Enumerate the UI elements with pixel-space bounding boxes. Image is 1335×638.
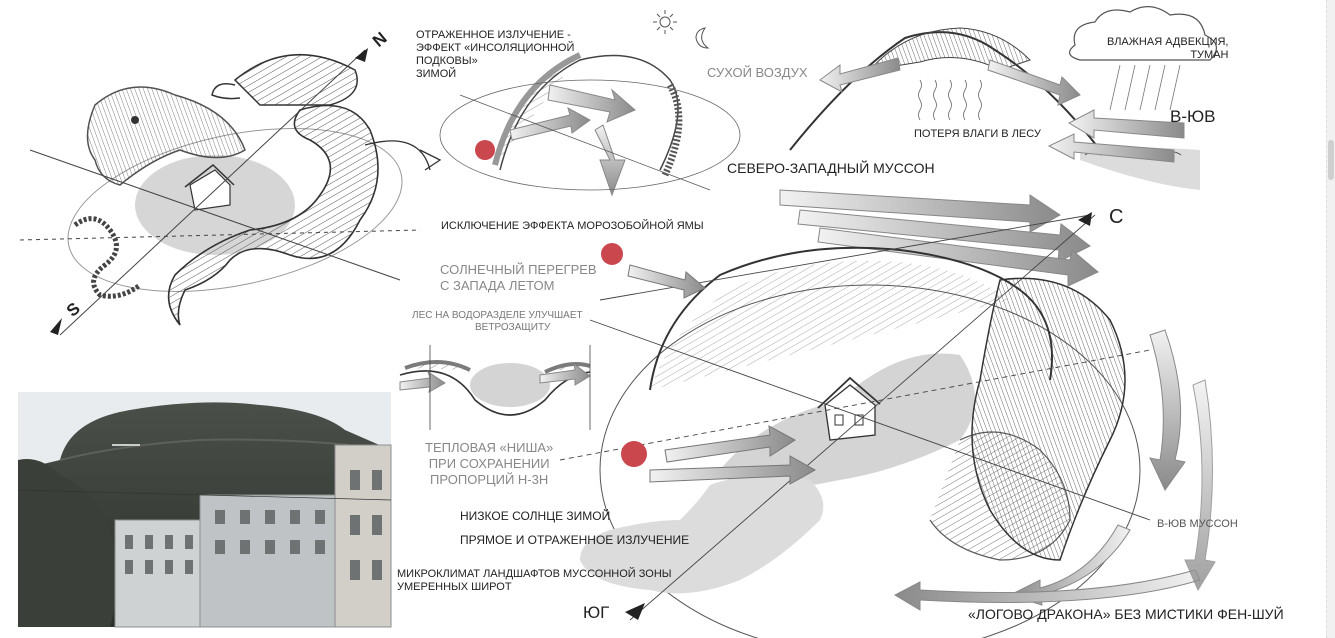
tiger-sketch xyxy=(86,86,246,186)
nw-monsoon-label: СЕВЕРО-ЗАПАДНЫЙ МУССОН xyxy=(727,160,935,176)
snake-sketch xyxy=(73,216,142,299)
ese-monsoon-label: В-ЮВ МУССОН xyxy=(1157,518,1238,530)
sun-disc-top xyxy=(475,140,495,160)
niche-arrow xyxy=(399,370,446,393)
small-house xyxy=(184,164,235,211)
horseshoe-arrow xyxy=(594,124,626,197)
fengshui-sketch xyxy=(19,48,442,336)
reflected-radiation-label: ОТРАЖЕННОЕ ИЗЛУЧЕНИЕ - ЭФФЕКТ «ИНСОЛЯЦИО… xyxy=(416,29,575,80)
city-photo xyxy=(17,392,392,628)
solar-arrows xyxy=(627,264,817,485)
cloud-icon xyxy=(1069,6,1217,61)
monsoon-arrow xyxy=(893,569,1201,611)
ese-label: В-ЮВ xyxy=(1170,107,1216,126)
low-sun-label: НИЗКОЕ СОЛНЦЕ ЗИМОЙ xyxy=(460,509,611,523)
sun-disc-mid xyxy=(601,243,623,265)
forest-wind-label: ЛЕС НА ВОДОРАЗДЕЛЕ УЛУЧШАЕТ ВЕТРОЗАЩИТУ xyxy=(412,310,583,333)
south-pointer-icon xyxy=(625,603,645,620)
rain-lines xyxy=(1109,64,1181,111)
photo-building-3 xyxy=(334,444,392,628)
monsoon-arrow xyxy=(1149,329,1186,491)
south-arrow-icon xyxy=(50,318,62,335)
vertical-scrollbar[interactable] xyxy=(1326,0,1335,638)
dragon-sketch xyxy=(167,104,442,326)
monsoon-arrow xyxy=(779,189,1061,233)
north-c-label: С xyxy=(1109,206,1124,228)
solar-arrow xyxy=(649,455,817,485)
ridge-arrow xyxy=(1047,133,1175,163)
thermal-niche-label: ТЕПЛОВАЯ «НИША» ПРИ СОХРАНЕНИИ ПРОПОРЦИЙ… xyxy=(425,440,554,487)
thermal-niche-sketch xyxy=(399,345,591,430)
compass-lines xyxy=(19,49,421,336)
monsoon-arrow xyxy=(1184,379,1216,592)
main-landscape xyxy=(559,212,1151,638)
ridge-arrow xyxy=(1067,109,1185,139)
niche-arrow xyxy=(539,362,591,386)
moisture-loss-label: ПОТЕРЯ ВЛАГИ В ЛЕСУ xyxy=(914,128,1041,140)
overheat-label: СОЛНЕЧНЫЙ ПЕРЕГРЕВ С ЗАПАДА ЛЕТОМ xyxy=(440,262,597,293)
north-pointer-icon xyxy=(1078,212,1092,226)
ridge-arrow xyxy=(819,57,901,94)
direct-reflected-label: ПРЯМОЕ И ОТРАЖЕННОЕ ИЗЛУЧЕНИЕ xyxy=(460,533,690,547)
scrollbar-thumb[interactable] xyxy=(1328,140,1334,180)
north-arrow-icon xyxy=(355,48,368,62)
ese-monsoon-arrows xyxy=(893,329,1216,611)
dry-air-label: СУХОЙ ВОЗДУХ xyxy=(707,65,808,80)
ridge-section xyxy=(789,27,1200,190)
wet-advection-label: ВЛАЖНАЯ АДВЕКЦИЯ, ТУМАН xyxy=(1107,36,1229,61)
sun-icon xyxy=(653,10,677,34)
solar-arrow xyxy=(664,425,796,463)
pale-valley xyxy=(580,476,824,594)
microclimate-label: МИКРОКЛИМАТ ЛАНДШАФТОВ МУССОННОЙ ЗОНЫ УМ… xyxy=(397,568,672,593)
frost-pit-label: ИСКЛЮЧЕНИЕ ЭФФЕКТА МОРОЗОБОЙНОЙ ЯМЫ xyxy=(441,220,704,232)
horseshoe-sketch xyxy=(439,52,741,197)
south-label: ЮГ xyxy=(583,603,610,622)
moon-icon xyxy=(695,27,710,49)
nw-monsoon-arrows xyxy=(779,189,1099,287)
photo-tree xyxy=(18,459,118,627)
ridge-arrow xyxy=(987,59,1081,106)
horseshoe-arrow xyxy=(547,84,636,123)
dragon-lair-caption: «ЛОГОВО ДРАКОНА» БЕЗ МИСТИКИ ФЕН-ШУЙ xyxy=(968,606,1284,622)
turtle-sketch xyxy=(211,53,358,106)
solar-arrow xyxy=(627,264,706,299)
monsoon-arrow xyxy=(1008,524,1131,606)
horseshoe-arrow xyxy=(509,106,591,141)
sun-disc-low xyxy=(621,441,647,467)
